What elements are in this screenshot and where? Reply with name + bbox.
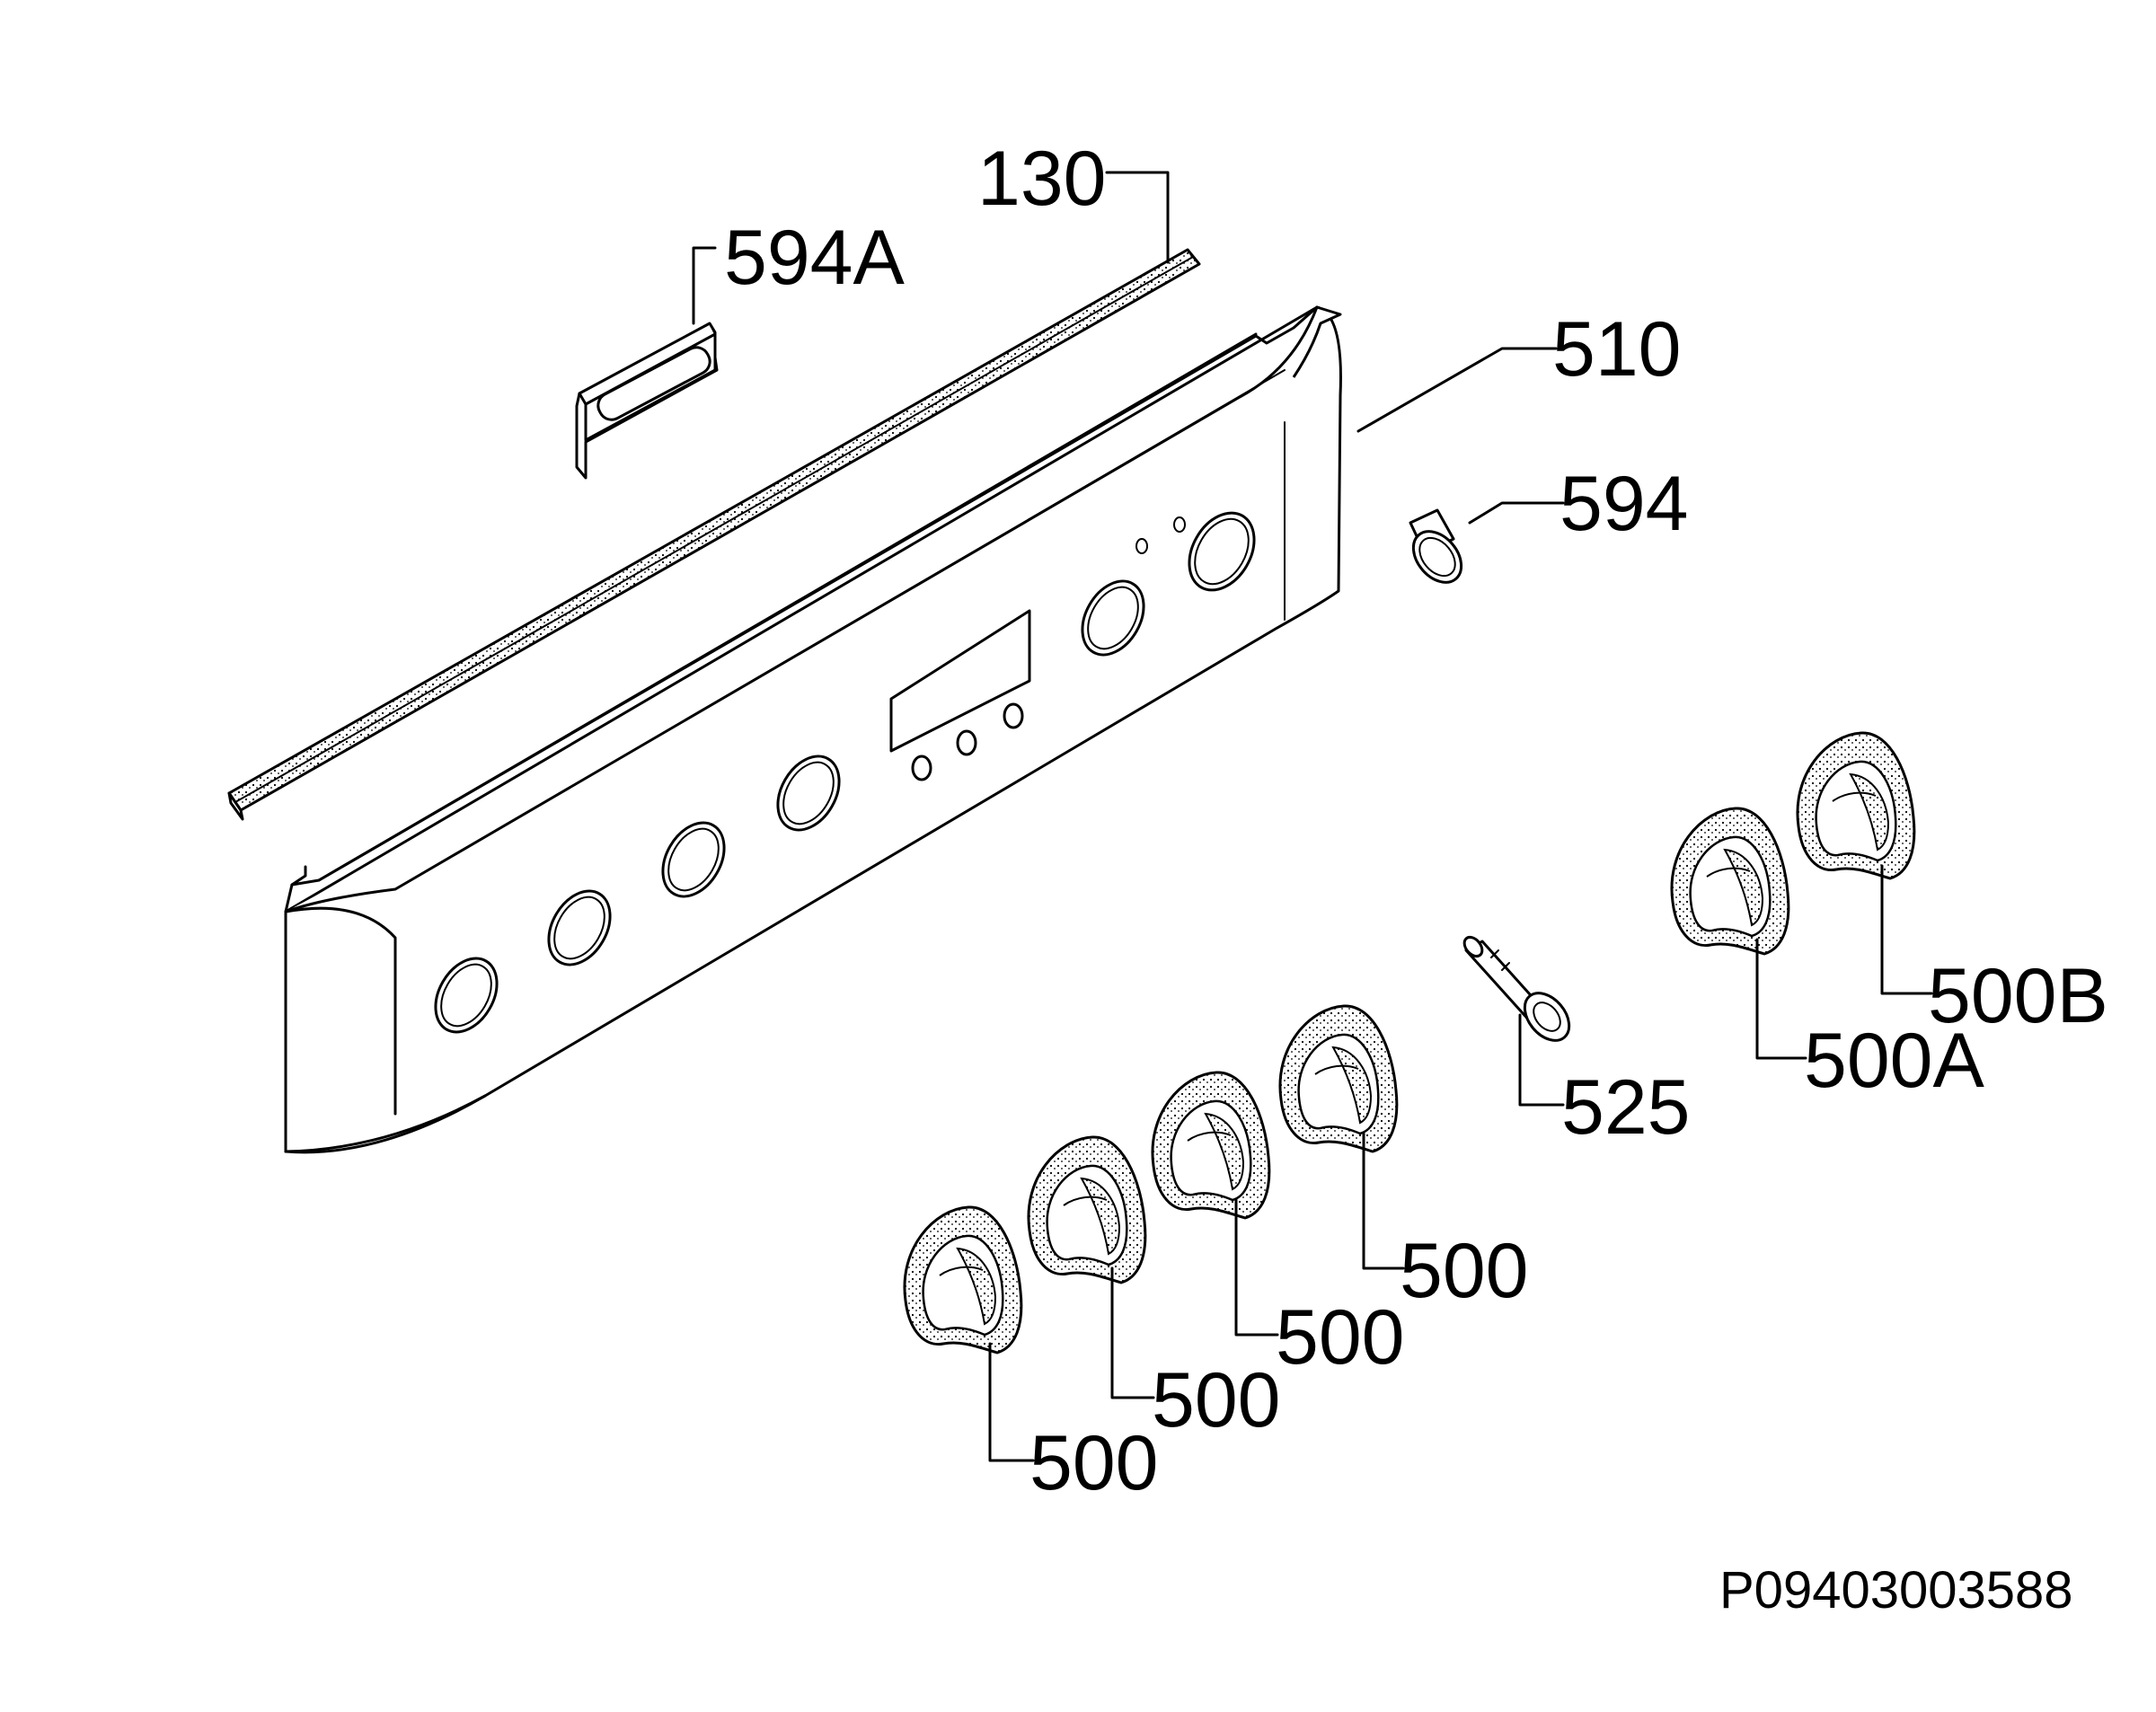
knob-500A bbox=[1670, 807, 1790, 956]
label-500A: 500A bbox=[1804, 1018, 1984, 1104]
knob-hole-1 bbox=[434, 957, 499, 1034]
label-130: 130 bbox=[977, 136, 1107, 222]
indicator-lamp-1 bbox=[1135, 538, 1148, 554]
label-500-4: 500 bbox=[1400, 1228, 1529, 1314]
label-510: 510 bbox=[1552, 306, 1682, 393]
knob-hole-3 bbox=[661, 821, 726, 898]
display-button-1 bbox=[911, 755, 932, 781]
knob-hole-4 bbox=[776, 755, 841, 832]
label-500B: 500B bbox=[1928, 953, 2108, 1039]
spindle bbox=[1462, 935, 1571, 1042]
label-500-2: 500 bbox=[1152, 1357, 1281, 1443]
knob-500-2 bbox=[1027, 1135, 1147, 1284]
control-panel bbox=[284, 305, 1342, 1154]
part-labels: 130 594A 510 594 525 500B 500A 500 500 5… bbox=[724, 136, 2108, 1619]
display-window bbox=[889, 609, 1031, 753]
drawing-code: P09403003588 bbox=[1719, 1561, 2073, 1619]
knob-500-3 bbox=[1151, 1071, 1271, 1220]
leader-lines bbox=[692, 171, 1933, 1462]
label-525: 525 bbox=[1561, 1064, 1691, 1151]
label-500-3: 500 bbox=[1276, 1294, 1405, 1381]
label-500-1: 500 bbox=[1029, 1420, 1159, 1506]
label-594A: 594A bbox=[724, 215, 905, 301]
display-button-2 bbox=[956, 729, 977, 756]
knob-hole-2 bbox=[547, 889, 612, 966]
knob-group bbox=[903, 731, 1916, 1355]
knob-500B bbox=[1796, 731, 1916, 880]
clip-bracket bbox=[575, 322, 719, 480]
label-594: 594 bbox=[1560, 461, 1689, 547]
display-button-3 bbox=[1003, 702, 1024, 729]
knob-hole-5 bbox=[1081, 579, 1145, 657]
knob-500-4 bbox=[1278, 1004, 1399, 1153]
knob-500-1 bbox=[903, 1205, 1023, 1355]
indicator-lamp-2 bbox=[1173, 516, 1186, 533]
knob-hole-6 bbox=[1188, 511, 1256, 592]
gasket-strip bbox=[227, 248, 1201, 821]
indicator-button bbox=[1409, 508, 1463, 584]
